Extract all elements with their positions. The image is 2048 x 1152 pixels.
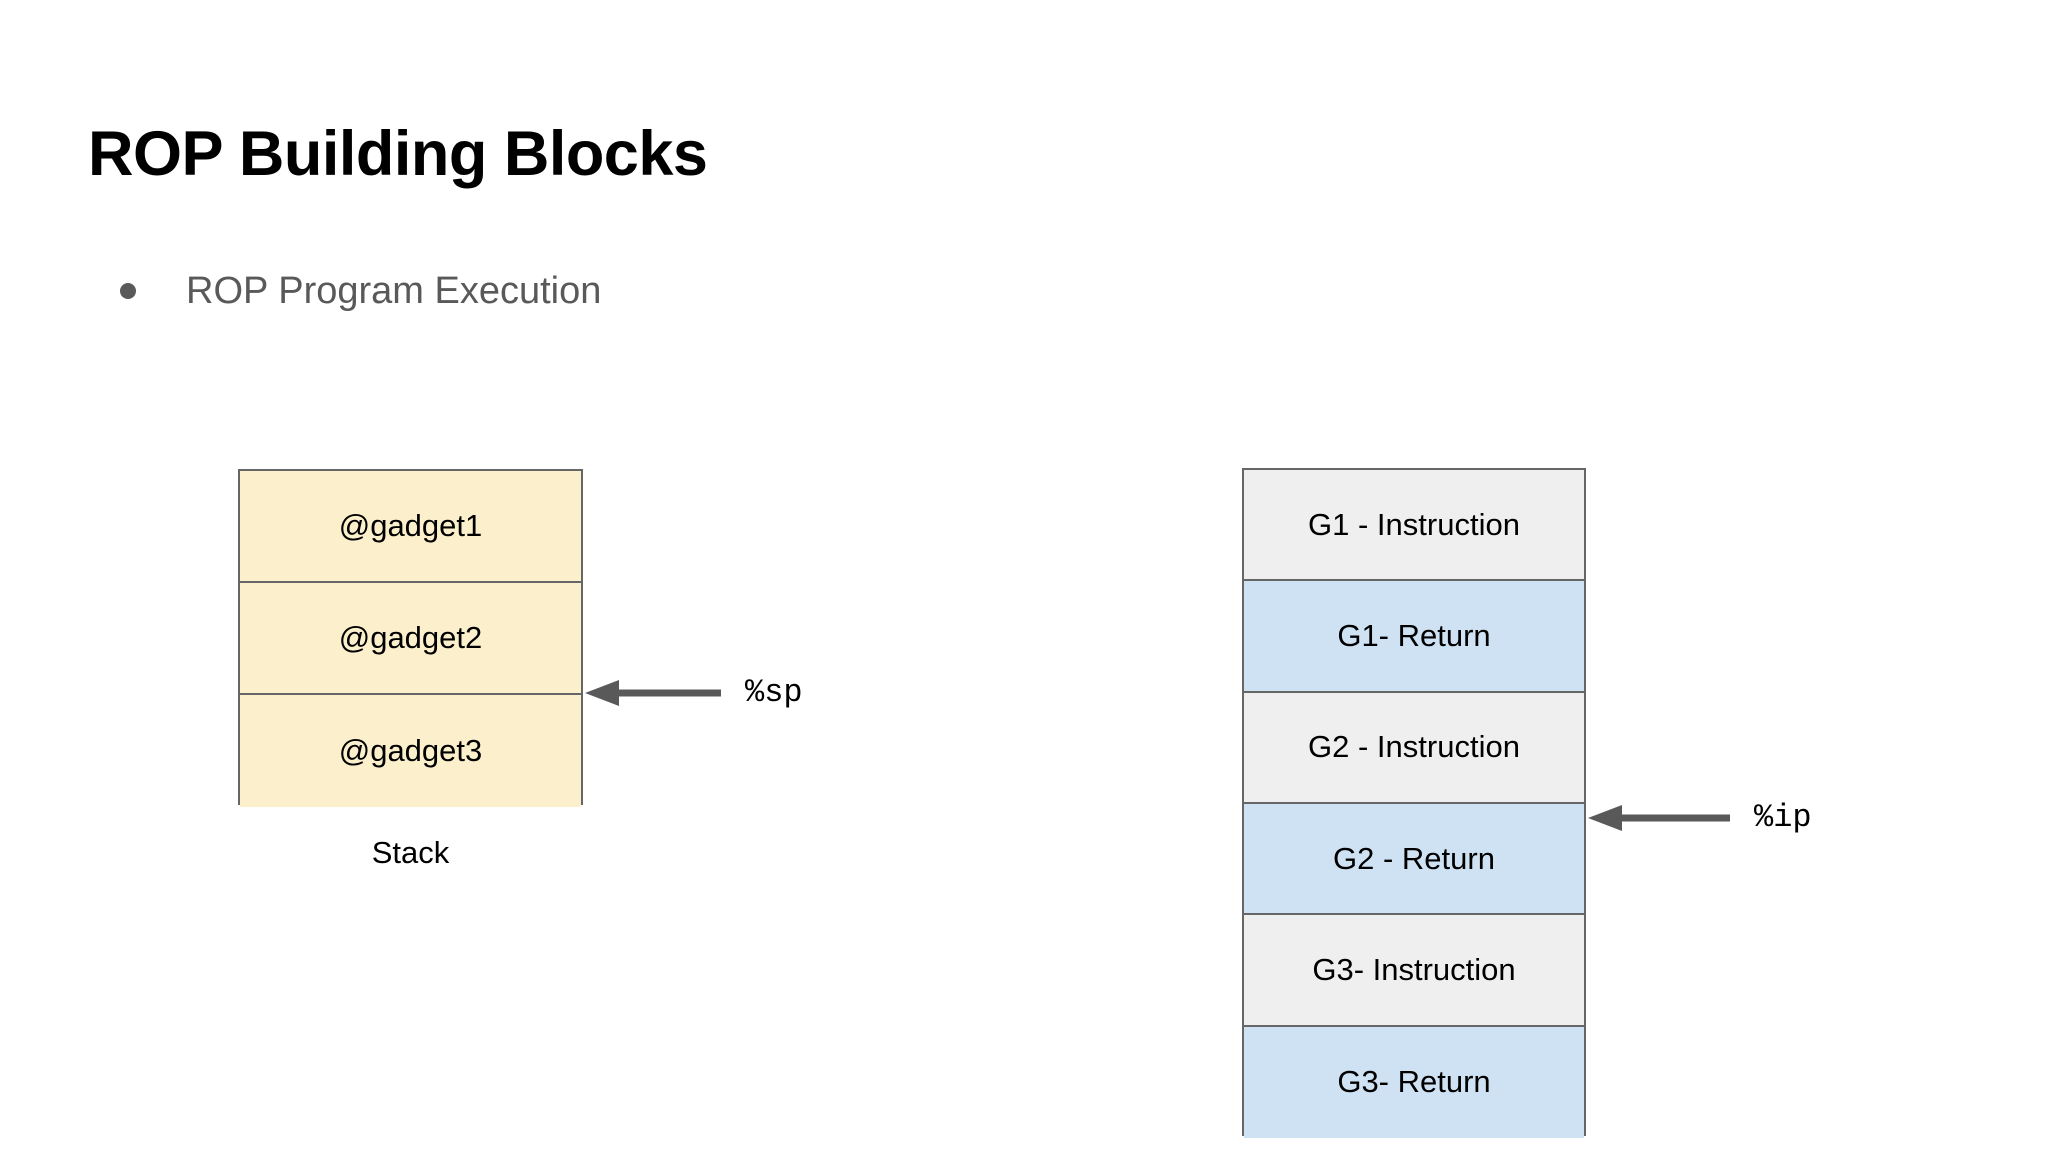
stack-cell-label: @gadget2 [338, 620, 483, 655]
ip-pointer-annotation: %ip [1586, 801, 1812, 835]
sp-pointer-annotation: %sp [583, 676, 803, 710]
arrow-left-icon [1588, 805, 1730, 831]
stack-cell-label: @gadget1 [338, 508, 483, 543]
bullet-item-label: ROP Program Execution [186, 270, 602, 312]
stack-diagram: @gadget1 @gadget2 @gadget3 [238, 469, 583, 807]
gadget-cell-g3-return: G3- Return [1244, 1026, 1584, 1138]
gadget-cell-label: G1 - Instruction [1308, 506, 1520, 542]
gadget-diagram: G1 - Instruction G1- Return G2 - Instruc… [1242, 468, 1586, 1138]
ip-register-label: %ip [1754, 799, 1812, 836]
bullet-list: ROP Program Execution [120, 272, 601, 310]
gadget-cell-label: G1- Return [1337, 617, 1491, 653]
stack-cell-gadget2: @gadget2 [240, 583, 581, 695]
gadget-cell-g1-instruction: G1 - Instruction [1244, 470, 1584, 582]
gadget-cell-label: G2 - Return [1333, 840, 1495, 876]
gadget-cell-g1-return: G1- Return [1244, 581, 1584, 693]
sp-register-label: %sp [745, 674, 803, 711]
bullet-dot-icon [120, 283, 136, 299]
gadget-cell-g3-instruction: G3- Instruction [1244, 915, 1584, 1027]
gadget-cell-label: G3- Instruction [1312, 951, 1516, 987]
stack-cell-gadget3: @gadget3 [240, 695, 581, 807]
gadget-cell-g2-return: G2 - Return [1244, 803, 1584, 916]
list-item: ROP Program Execution [120, 272, 601, 310]
stack-cell-label: @gadget3 [338, 733, 483, 768]
gadget-cell-g2-instruction: G2 - Instruction [1244, 692, 1584, 804]
gadget-cell-label: G2 - Instruction [1308, 729, 1520, 765]
page-title: ROP Building Blocks [88, 119, 708, 189]
stack-diagram-caption: Stack [371, 835, 450, 870]
gadget-cell-label: G3- Return [1337, 1064, 1491, 1100]
stack-cell-gadget1: @gadget1 [240, 471, 581, 583]
arrow-left-icon [585, 680, 721, 706]
